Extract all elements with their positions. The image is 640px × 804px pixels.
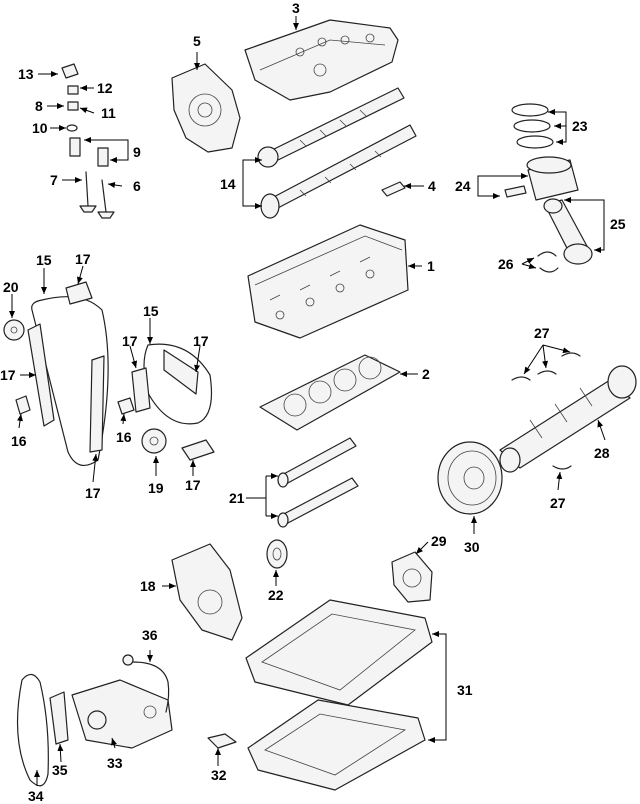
- bolt-part-left: [15, 395, 31, 415]
- callout-32: 32: [211, 767, 227, 783]
- crank-pulley-part: [437, 441, 503, 515]
- callout-21: 21: [229, 490, 245, 506]
- callout-16-left: 16: [11, 433, 27, 449]
- callout-26: 26: [498, 256, 514, 272]
- valve-cover-part: [244, 19, 399, 101]
- rear-seal-part: [391, 551, 433, 603]
- chain-guide-lower-right-part: [181, 439, 215, 461]
- callout-30: 30: [464, 539, 480, 555]
- callout-29: 29: [431, 533, 447, 549]
- callout-18: 18: [140, 578, 156, 594]
- sprocket-part: [141, 428, 167, 454]
- timing-chain-right-part: [143, 343, 213, 425]
- callout-11: 11: [101, 105, 116, 121]
- callout-labels: 1 2 3 4 5 6 7 8 9 10 11 12 13 14 15 15 1…: [0, 0, 626, 804]
- callout-7: 7: [50, 172, 58, 188]
- callout-15-left: 15: [36, 252, 52, 268]
- main-bearings-part: [511, 352, 581, 470]
- callout-17-lower-right: 17: [185, 477, 201, 493]
- callout-28: 28: [594, 445, 610, 461]
- valve-train-part: [61, 63, 115, 219]
- callout-33: 33: [107, 755, 123, 771]
- piston-rings-part: [511, 103, 554, 149]
- crankshaft-part: [499, 365, 637, 473]
- callout-22: 22: [268, 587, 284, 603]
- callout-2: 2: [422, 366, 430, 382]
- callout-36: 36: [142, 627, 158, 643]
- callout-34: 34: [28, 788, 44, 804]
- timing-cover-plate-part: [171, 63, 241, 153]
- chain-guide-small-part: [131, 367, 151, 413]
- oil-pan-part: [245, 599, 433, 791]
- callout-31: 31: [457, 682, 473, 698]
- cylinder-head-part: [247, 224, 409, 339]
- callout-9: 9: [133, 144, 141, 160]
- callout-25: 25: [610, 216, 626, 232]
- callout-17-left: 17: [0, 367, 16, 383]
- callout-20: 20: [3, 279, 19, 295]
- callout-17-bottom-left: 17: [85, 485, 101, 501]
- chain-guide-upper-right-part: [163, 349, 199, 395]
- callout-27-bottom: 27: [550, 495, 566, 511]
- callout-4: 4: [428, 178, 436, 194]
- lower-timing-cover-part: [171, 543, 243, 641]
- callout-14: 14: [220, 176, 236, 192]
- callout-17-mid: 17: [122, 333, 138, 349]
- callout-6: 6: [133, 178, 141, 194]
- callout-3: 3: [292, 0, 300, 16]
- sensor-part: [381, 181, 406, 197]
- callout-10: 10: [32, 120, 48, 136]
- connecting-rod-part: [543, 198, 593, 265]
- leader-lines: [9, 16, 606, 786]
- callout-17-top: 17: [75, 251, 91, 267]
- chain-guide-top-part: [65, 281, 93, 305]
- chain-tensioner-part: [49, 691, 69, 745]
- chain-guide-right-part: [89, 355, 105, 453]
- callout-27-top: 27: [534, 325, 550, 341]
- piston-part: [504, 156, 579, 201]
- callout-19: 19: [148, 480, 164, 496]
- dipstick-tube-part: [122, 654, 170, 713]
- balance-shafts-part: [277, 437, 359, 528]
- bolt-part-center: [117, 397, 135, 415]
- callout-12: 12: [97, 80, 113, 96]
- callout-23: 23: [572, 118, 588, 134]
- oil-pump-chain-part: [16, 673, 49, 787]
- cam-sprocket-part: [3, 319, 25, 341]
- callout-13: 13: [18, 66, 34, 82]
- camshafts-part: [257, 87, 417, 219]
- callout-1: 1: [427, 258, 435, 274]
- callout-15-right: 15: [143, 303, 159, 319]
- callout-17-upper-right: 17: [193, 333, 209, 349]
- callout-16-right: 16: [116, 429, 132, 445]
- callout-5: 5: [193, 33, 201, 49]
- timing-chain-left-part: [31, 296, 109, 467]
- chain-guide-left-part: [27, 323, 55, 427]
- oil-pump-part: [71, 679, 173, 749]
- callout-35: 35: [52, 762, 68, 778]
- rod-bearings-part: [537, 251, 559, 273]
- gear-part: [266, 539, 288, 569]
- oil-pan-clip-part: [207, 733, 237, 749]
- head-gasket-part: [259, 354, 401, 431]
- callout-8: 8: [35, 98, 43, 114]
- callout-24: 24: [455, 178, 471, 194]
